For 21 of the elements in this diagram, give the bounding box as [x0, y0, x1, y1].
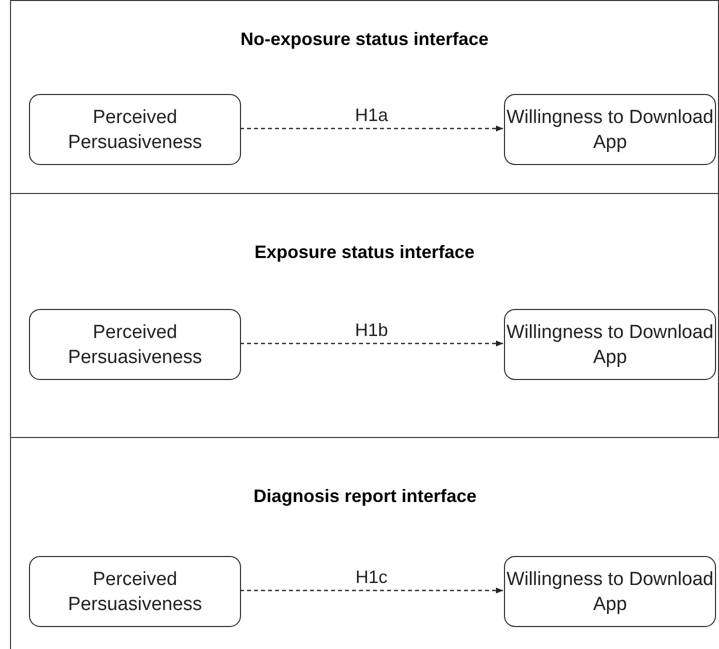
section-panel [10, 0, 719, 194]
section-heading: No-exposure status interface [239, 29, 490, 50]
construct-label: Perceived Persuasiveness [66, 320, 204, 370]
dashed-arrow [240, 340, 503, 346]
dashed-arrow [240, 588, 503, 594]
construct-label: Willingness to Download App [506, 320, 714, 370]
construct-label: Willingness to Download App [506, 568, 714, 616]
construct-label: Perceived Persuasiveness [66, 106, 204, 154]
dashed-arrow [240, 126, 503, 132]
construct-label: Willingness to Download App [506, 106, 714, 154]
section-heading: Exposure status interface [253, 242, 476, 263]
construct-box [504, 556, 716, 627]
section-heading: Diagnosis report interface [252, 486, 478, 507]
construct-box [29, 556, 241, 627]
construct-box [504, 94, 716, 165]
construct-label: Perceived Persuasiveness [66, 568, 204, 616]
construct-box [504, 309, 716, 380]
construct-box [29, 94, 241, 165]
construct-box [29, 309, 241, 380]
section-panel [10, 193, 719, 437]
section-panel [10, 437, 719, 649]
